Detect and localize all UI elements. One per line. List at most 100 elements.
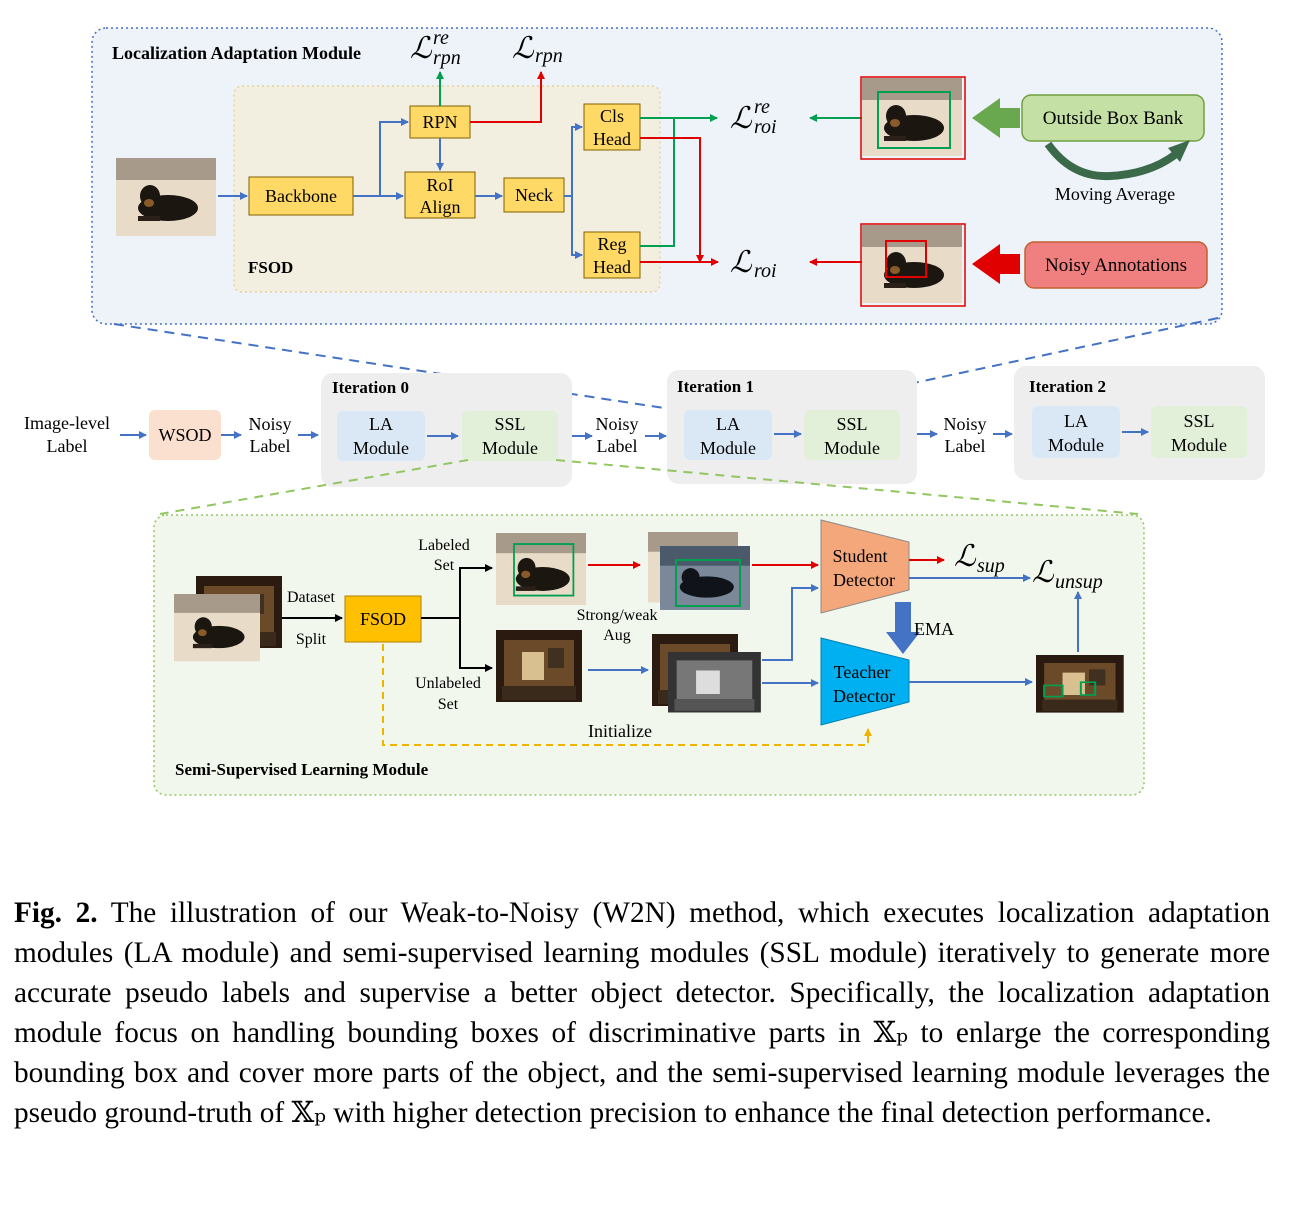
loss-sup: ℒ sup xyxy=(954,540,1005,577)
strong-weak-aug-2: Aug xyxy=(603,627,631,644)
backbone-box xyxy=(248,176,354,216)
fsod-label: FSOD xyxy=(248,258,293,277)
la-module-title: Localization Adaptation Module xyxy=(112,43,361,63)
teacher-label-2: Detector xyxy=(833,686,895,706)
svg-text:SSL: SSL xyxy=(836,414,867,434)
svg-text:Module: Module xyxy=(1171,435,1227,455)
student-label-1: Student xyxy=(832,546,887,566)
svg-text:ℒ: ℒ xyxy=(1032,556,1055,589)
la-module-panel: Localization Adaptation Module FSOD Back… xyxy=(91,27,1223,325)
cls-head-box xyxy=(583,103,641,151)
noisy-label-0b: Label xyxy=(250,436,291,456)
svg-text:re: re xyxy=(433,27,449,49)
loss-unsup: ℒ unsup xyxy=(1032,556,1103,593)
noisy-annotation-image xyxy=(860,223,966,307)
arrow-rpn-loss xyxy=(470,71,545,123)
dataset-split-1: Dataset xyxy=(287,589,336,606)
iteration-1-la xyxy=(684,410,772,460)
iteration-2-title: Iteration 2 xyxy=(1029,377,1106,396)
iteration-0-title: Iteration 0 xyxy=(332,378,409,397)
cls-head-label-1: Cls xyxy=(600,106,624,126)
backbone-label: Backbone xyxy=(265,186,337,206)
svg-text:Module: Module xyxy=(353,438,409,458)
iteration-2-ssl xyxy=(1151,406,1247,458)
roi-align-label-1: RoI xyxy=(427,175,454,195)
ssl-zoom-lines xyxy=(159,459,1139,515)
moving-average-curve xyxy=(1044,141,1179,181)
moving-average-label: Moving Average xyxy=(1055,184,1175,204)
ssl-module-panel: Semi-Supervised Learning Module Dataset … xyxy=(153,514,1145,796)
svg-text:LA: LA xyxy=(716,414,740,434)
noisy-annotations-box xyxy=(1024,241,1208,289)
ema-label: EMA xyxy=(914,619,954,639)
unlabeled-set-2: Set xyxy=(438,696,459,713)
ssl-module-title: Semi-Supervised Learning Module xyxy=(175,760,429,779)
w2n-figure: Localization Adaptation Module FSOD Back… xyxy=(24,27,1265,796)
noisy-label-2b: Label xyxy=(945,436,986,456)
svg-text:ℒ: ℒ xyxy=(512,32,535,65)
noisy-label-2a: Noisy xyxy=(943,414,986,434)
svg-text:Module: Module xyxy=(1048,435,1104,455)
pipeline-row: Image-level Label WSOD Noisy Label Itera… xyxy=(24,366,1265,487)
loss-rpn-re: ℒ re rpn xyxy=(410,27,461,69)
reg-head-box xyxy=(583,231,641,279)
cls-head-label-2: Head xyxy=(593,129,631,149)
noisy-label-0a: Noisy xyxy=(248,414,291,434)
svg-text:SSL: SSL xyxy=(494,414,525,434)
neck-box xyxy=(503,177,565,213)
svg-text:ℒ: ℒ xyxy=(410,32,433,65)
image-level-label-2: Label xyxy=(47,436,88,456)
initialize-label: Initialize xyxy=(588,721,652,741)
green-fat-arrow xyxy=(972,98,1020,138)
labeled-set-2: Set xyxy=(434,557,455,574)
wsod-box xyxy=(149,410,221,460)
roi-align-label-2: Align xyxy=(419,197,460,217)
iteration-1-ssl xyxy=(804,410,900,460)
svg-text:re: re xyxy=(754,96,770,118)
figure-caption: Fig. 2. The illustration of our Weak-to-… xyxy=(14,893,1270,1133)
svg-text:rpn: rpn xyxy=(535,45,563,67)
student-detector xyxy=(820,519,910,614)
reg-head-label-2: Head xyxy=(593,257,631,277)
dataset-split-2: Split xyxy=(296,631,327,648)
teacher-label-1: Teacher xyxy=(834,662,891,682)
rpn-label: RPN xyxy=(422,112,457,132)
unlabeled-image xyxy=(496,630,582,702)
loss-roi: ℒ roi xyxy=(730,246,777,282)
unlabeled-set-1: Unlabeled xyxy=(415,675,481,692)
pseudo-label-image xyxy=(1036,655,1124,713)
neck-label: Neck xyxy=(515,185,553,205)
svg-text:roi: roi xyxy=(754,260,777,282)
loss-roi-re: ℒ re roi xyxy=(730,96,777,138)
svg-text:Module: Module xyxy=(482,438,538,458)
iteration-1-title: Iteration 1 xyxy=(677,377,754,396)
svg-text:LA: LA xyxy=(1064,411,1088,431)
svg-text:ℒ: ℒ xyxy=(730,102,753,135)
arrow-backbone-rpn xyxy=(379,118,409,196)
svg-text:ℒ: ℒ xyxy=(954,540,977,573)
augmented-labeled-images xyxy=(648,532,750,610)
iteration-0-la xyxy=(337,411,425,461)
outside-box-image xyxy=(860,76,966,160)
red-fat-arrow xyxy=(972,244,1020,284)
noisy-label-1b: Label xyxy=(597,436,638,456)
noisy-annotations-label: Noisy Annotations xyxy=(1045,255,1187,276)
arrow-reg-loss-re xyxy=(640,118,675,247)
outside-box-bank xyxy=(1021,94,1205,142)
svg-text:sup: sup xyxy=(977,555,1005,577)
svg-text:Module: Module xyxy=(700,438,756,458)
iteration-2-la xyxy=(1032,406,1120,458)
outside-box-bank-label: Outside Box Bank xyxy=(1043,108,1184,129)
svg-text:roi: roi xyxy=(754,116,777,138)
caption-label: Fig. 2. xyxy=(14,897,98,929)
iteration-0-ssl xyxy=(462,411,558,461)
loss-rpn: ℒ rpn xyxy=(512,32,563,67)
labeled-image xyxy=(496,533,586,605)
augmented-unlabeled-images xyxy=(652,634,761,713)
ssl-fsod-box xyxy=(344,595,422,643)
student-label-2: Detector xyxy=(833,570,895,590)
initialize-arrow xyxy=(382,644,872,746)
svg-text:SSL: SSL xyxy=(1183,411,1214,431)
input-image xyxy=(116,158,216,236)
svg-text:ℒ: ℒ xyxy=(730,246,753,279)
